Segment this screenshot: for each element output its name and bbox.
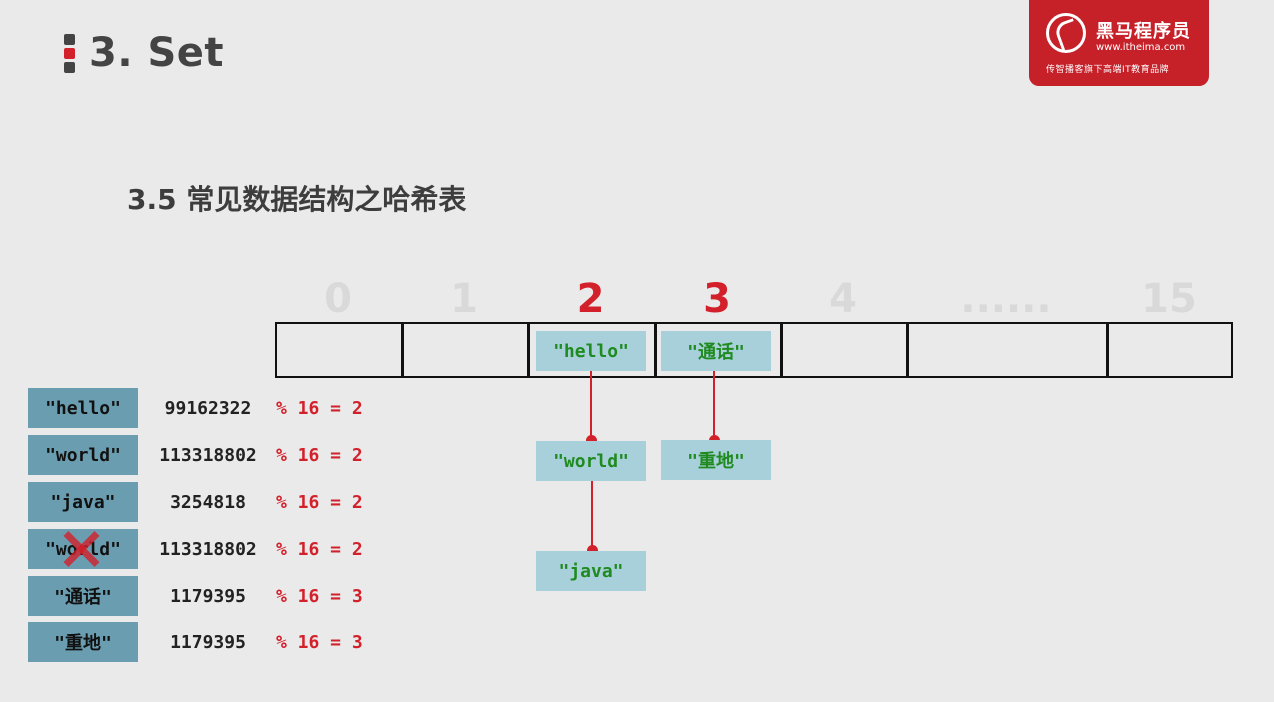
bucket2-node-java: "java" [536, 551, 646, 591]
array-divider [654, 324, 657, 376]
bucket2-node-world: "world" [536, 441, 646, 481]
modulo-expression: % 16 = 3 [276, 632, 363, 653]
chain-link [591, 481, 593, 551]
array-divider [401, 324, 404, 376]
array-index-0: 0 [324, 276, 352, 322]
chain-link [713, 371, 715, 439]
array-index-ellipsis: ...... [960, 276, 1052, 322]
array-divider [780, 324, 783, 376]
modulo-expression: % 16 = 2 [276, 445, 363, 466]
duplicate-cross-icon [62, 531, 100, 567]
array-divider [906, 324, 909, 376]
array-index-1: 1 [450, 276, 478, 322]
array-index-3: 3 [703, 276, 731, 322]
bucket3-node-zhongdi: "重地" [661, 440, 771, 480]
key-box: "重地" [28, 622, 138, 662]
key-box: "通话" [28, 576, 138, 616]
chain-link-dot [587, 545, 598, 556]
array-index-2: 2 [576, 276, 605, 322]
chain-link [590, 371, 592, 440]
hash-value: 3254818 [170, 492, 246, 513]
modulo-expression: % 16 = 3 [276, 586, 363, 607]
array-index-15: 15 [1141, 276, 1197, 322]
brand-logo: 黑马程序员 www.itheima.com 传智播客旗下高端IT教育品牌 [1029, 0, 1209, 86]
hash-value: 1179395 [170, 586, 246, 607]
key-box: "java" [28, 482, 138, 522]
bucket3-node-tonghua: "通话" [661, 331, 771, 371]
slide-title: 3. Set [89, 30, 225, 76]
hash-array [275, 322, 1233, 378]
horse-logo-icon [1046, 13, 1086, 53]
modulo-expression: % 16 = 2 [276, 398, 363, 419]
hash-value: 1179395 [170, 632, 246, 653]
key-box: "world" [28, 435, 138, 475]
section-subtitle: 3.5 常见数据结构之哈希表 [127, 183, 467, 216]
array-divider [1106, 324, 1109, 376]
logo-url: www.itheima.com [1096, 42, 1186, 53]
chain-link-dot [586, 435, 597, 446]
title-marker-icon [64, 33, 75, 73]
modulo-expression: % 16 = 2 [276, 492, 363, 513]
hash-value: 99162322 [164, 398, 252, 419]
array-divider [527, 324, 530, 376]
slide-header: 3. Set [64, 30, 224, 76]
logo-name: 黑马程序员 [1096, 21, 1191, 42]
key-box: "hello" [28, 388, 138, 428]
bucket2-node-hello: "hello" [536, 331, 646, 371]
modulo-expression: % 16 = 2 [276, 539, 363, 560]
hash-value: 113318802 [159, 445, 257, 466]
array-index-4: 4 [829, 276, 857, 322]
hash-value: 113318802 [159, 539, 257, 560]
logo-slogan: 传智播客旗下高端IT教育品牌 [1046, 65, 1170, 75]
